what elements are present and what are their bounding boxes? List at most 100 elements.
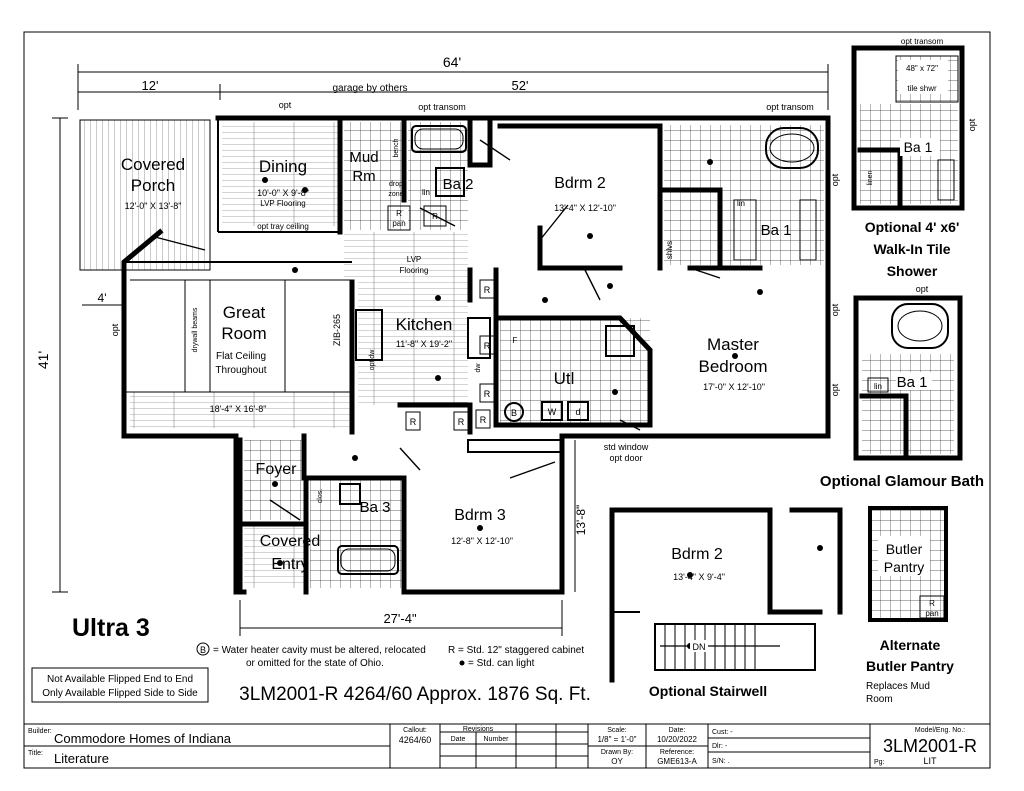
entry-label-1: Covered bbox=[260, 533, 320, 550]
dim-bump: 4' bbox=[98, 291, 107, 305]
kitchen-r-1: R bbox=[484, 285, 491, 295]
foyer-closet: clos. bbox=[317, 489, 324, 503]
model-line: 3LM2001-R 4264/60 Approx. 1876 Sq. Ft. bbox=[239, 684, 591, 705]
utl-d: d bbox=[575, 407, 580, 417]
great-label-2: Room bbox=[221, 324, 266, 343]
kitchen-opt-dw: opt dw bbox=[369, 349, 376, 371]
great-beams: drywall beams bbox=[192, 307, 199, 352]
master-dim: 17'-0" X 12'-10" bbox=[703, 382, 765, 392]
title-block: Builder: Commodore Homes of Indiana Titl… bbox=[23, 723, 991, 769]
option-glamour-bath: opt Ba 1 lin Optional Glamour Bath bbox=[820, 284, 984, 490]
opt-note-top: opt bbox=[279, 100, 292, 110]
title-value: Literature bbox=[54, 751, 109, 766]
scale-label: Scale: bbox=[607, 727, 627, 734]
glamour-lin: lin bbox=[874, 382, 882, 391]
great-note-1: Flat Ceiling bbox=[216, 351, 266, 362]
dining-dim: 10'-0" X 9'-8" bbox=[257, 188, 309, 198]
drawn-label: Drawn By: bbox=[601, 749, 633, 756]
room-great-room: Great Room Flat Ceiling Throughout 18'-4… bbox=[192, 303, 342, 414]
porch-label-1: Covered bbox=[121, 155, 185, 174]
glamour-ba-label: Ba 1 bbox=[897, 374, 928, 391]
butler-caption-1: Alternate bbox=[880, 637, 941, 653]
bdrm2-dim: 13'-4" X 12'-10" bbox=[554, 203, 616, 213]
std-window-2: opt door bbox=[609, 453, 642, 463]
fixtures bbox=[337, 125, 819, 575]
drywall-beams bbox=[130, 279, 352, 392]
shower-caption-1: Optional 4' x6' bbox=[865, 219, 960, 235]
model-no-label: Model/Eng. No.: bbox=[915, 727, 965, 734]
ba3-label: Ba 3 bbox=[360, 499, 391, 516]
flip-note-1: Not Available Flipped End to End bbox=[47, 674, 193, 685]
door-swings bbox=[154, 139, 721, 521]
floor-finishes bbox=[79, 119, 824, 588]
butler-sub-1: Replaces Mud bbox=[866, 681, 930, 692]
room-kitchen: Kitchen 11'-8" X 19'-2" opt dw dw R R R … bbox=[369, 279, 495, 431]
std-window-note: std window opt door bbox=[604, 442, 649, 463]
dim-bdrm3-width: 27'-4" bbox=[383, 611, 417, 626]
room-ba3: Ba 3 bbox=[360, 499, 391, 516]
cust-value: Cust: - bbox=[712, 729, 733, 736]
title-label: Title: bbox=[28, 750, 43, 757]
room-ba2: Ba 2 lin bbox=[422, 176, 473, 197]
drawn-value: OY bbox=[611, 757, 623, 766]
glamour-opt: opt bbox=[916, 284, 929, 294]
rev-date-col: Date bbox=[451, 736, 466, 743]
legend-can-light: = Std. can light bbox=[468, 658, 535, 669]
option-walkin-shower: opt transom 48" x 72" tile shwr Ba 1 lin… bbox=[851, 37, 977, 279]
ba2-label: Ba 2 bbox=[443, 176, 474, 193]
shower-size-1: 48" x 72" bbox=[906, 64, 938, 73]
option-stairwell: Bdrm 2 13'-4" X 9'-4" DN Optional Stairw… bbox=[609, 507, 843, 699]
rev-number-col: Number bbox=[484, 736, 510, 743]
room-dining: Dining 10'-0" X 9'-8" LVP Flooring opt t… bbox=[257, 157, 309, 231]
mud-r-2: R bbox=[432, 212, 438, 221]
glamour-caption: Optional Glamour Bath bbox=[820, 473, 984, 490]
room-mud: Mud Rm bench drop zone R pan R bbox=[349, 138, 447, 231]
shower-caption-3: Shower bbox=[887, 263, 938, 279]
butler-label-2: Pantry bbox=[884, 559, 924, 575]
ba1-shlvs: shlvs bbox=[665, 241, 674, 259]
utl-wh: B bbox=[511, 408, 517, 418]
builder-label: Builder: bbox=[28, 728, 52, 735]
room-covered-porch: Covered Porch 12'-0" X 13'-8" bbox=[121, 155, 185, 211]
shower-size-2: tile shwr bbox=[907, 84, 937, 93]
mud-bench: bench bbox=[393, 138, 400, 157]
date-label: Date: bbox=[669, 727, 686, 734]
pg-label: Pg: bbox=[874, 759, 885, 766]
utl-w: W bbox=[548, 407, 557, 417]
stair-caption: Optional Stairwell bbox=[649, 683, 767, 699]
master-label-1: Master bbox=[707, 335, 759, 354]
pg-value: LIT bbox=[923, 756, 937, 766]
wh-symbol: B bbox=[200, 645, 206, 655]
stair-dn: DN bbox=[693, 642, 706, 652]
dim-house-width: 52' bbox=[512, 78, 529, 93]
entry-label-2: Entry bbox=[271, 556, 308, 573]
sn-value: S/N: . bbox=[712, 758, 730, 765]
kitchen-r-6: R bbox=[480, 415, 487, 425]
stair-bdrm-label: Bdrm 2 bbox=[671, 546, 723, 563]
std-window-1: std window bbox=[604, 442, 649, 452]
great-label-1: Great bbox=[223, 303, 266, 322]
mud-pan: pan bbox=[392, 219, 405, 228]
ba1-label: Ba 1 bbox=[761, 222, 792, 239]
butler-sub-2: Room bbox=[866, 694, 893, 705]
shower-opt: opt bbox=[967, 118, 977, 131]
builder-value: Commodore Homes of Indiana bbox=[54, 731, 232, 746]
mud-drop-1: drop bbox=[389, 181, 403, 188]
option-butler-pantry: Butler Pantry R pan Alternate Butler Pan… bbox=[866, 506, 954, 705]
room-master-bedroom: Master Bedroom 17'-0" X 12'-10" bbox=[699, 335, 768, 392]
porch-label-2: Porch bbox=[131, 176, 175, 195]
room-bdrm3: Bdrm 3 12'-8" X 12'-10" bbox=[451, 507, 513, 546]
dim-porch-width: 12' bbox=[142, 78, 159, 93]
dining-ceiling-note: opt tray ceiling bbox=[257, 222, 309, 231]
porch-dim: 12'-0" X 13'-8" bbox=[125, 201, 182, 211]
shower-transom: opt transom bbox=[901, 37, 944, 46]
model-no-value: 3LM2001-R bbox=[883, 736, 977, 756]
shower-caption-2: Walk-In Tile bbox=[873, 241, 950, 257]
bdrm3-dim: 12'-8" X 12'-10" bbox=[451, 536, 513, 546]
butler-label-1: Butler bbox=[886, 541, 923, 557]
bdrm2-label: Bdrm 2 bbox=[554, 175, 606, 192]
kitchen-dim: 11'-8" X 19'-2" bbox=[396, 339, 452, 349]
ba1-lin: lin bbox=[737, 199, 745, 208]
butler-r: R bbox=[929, 599, 935, 608]
